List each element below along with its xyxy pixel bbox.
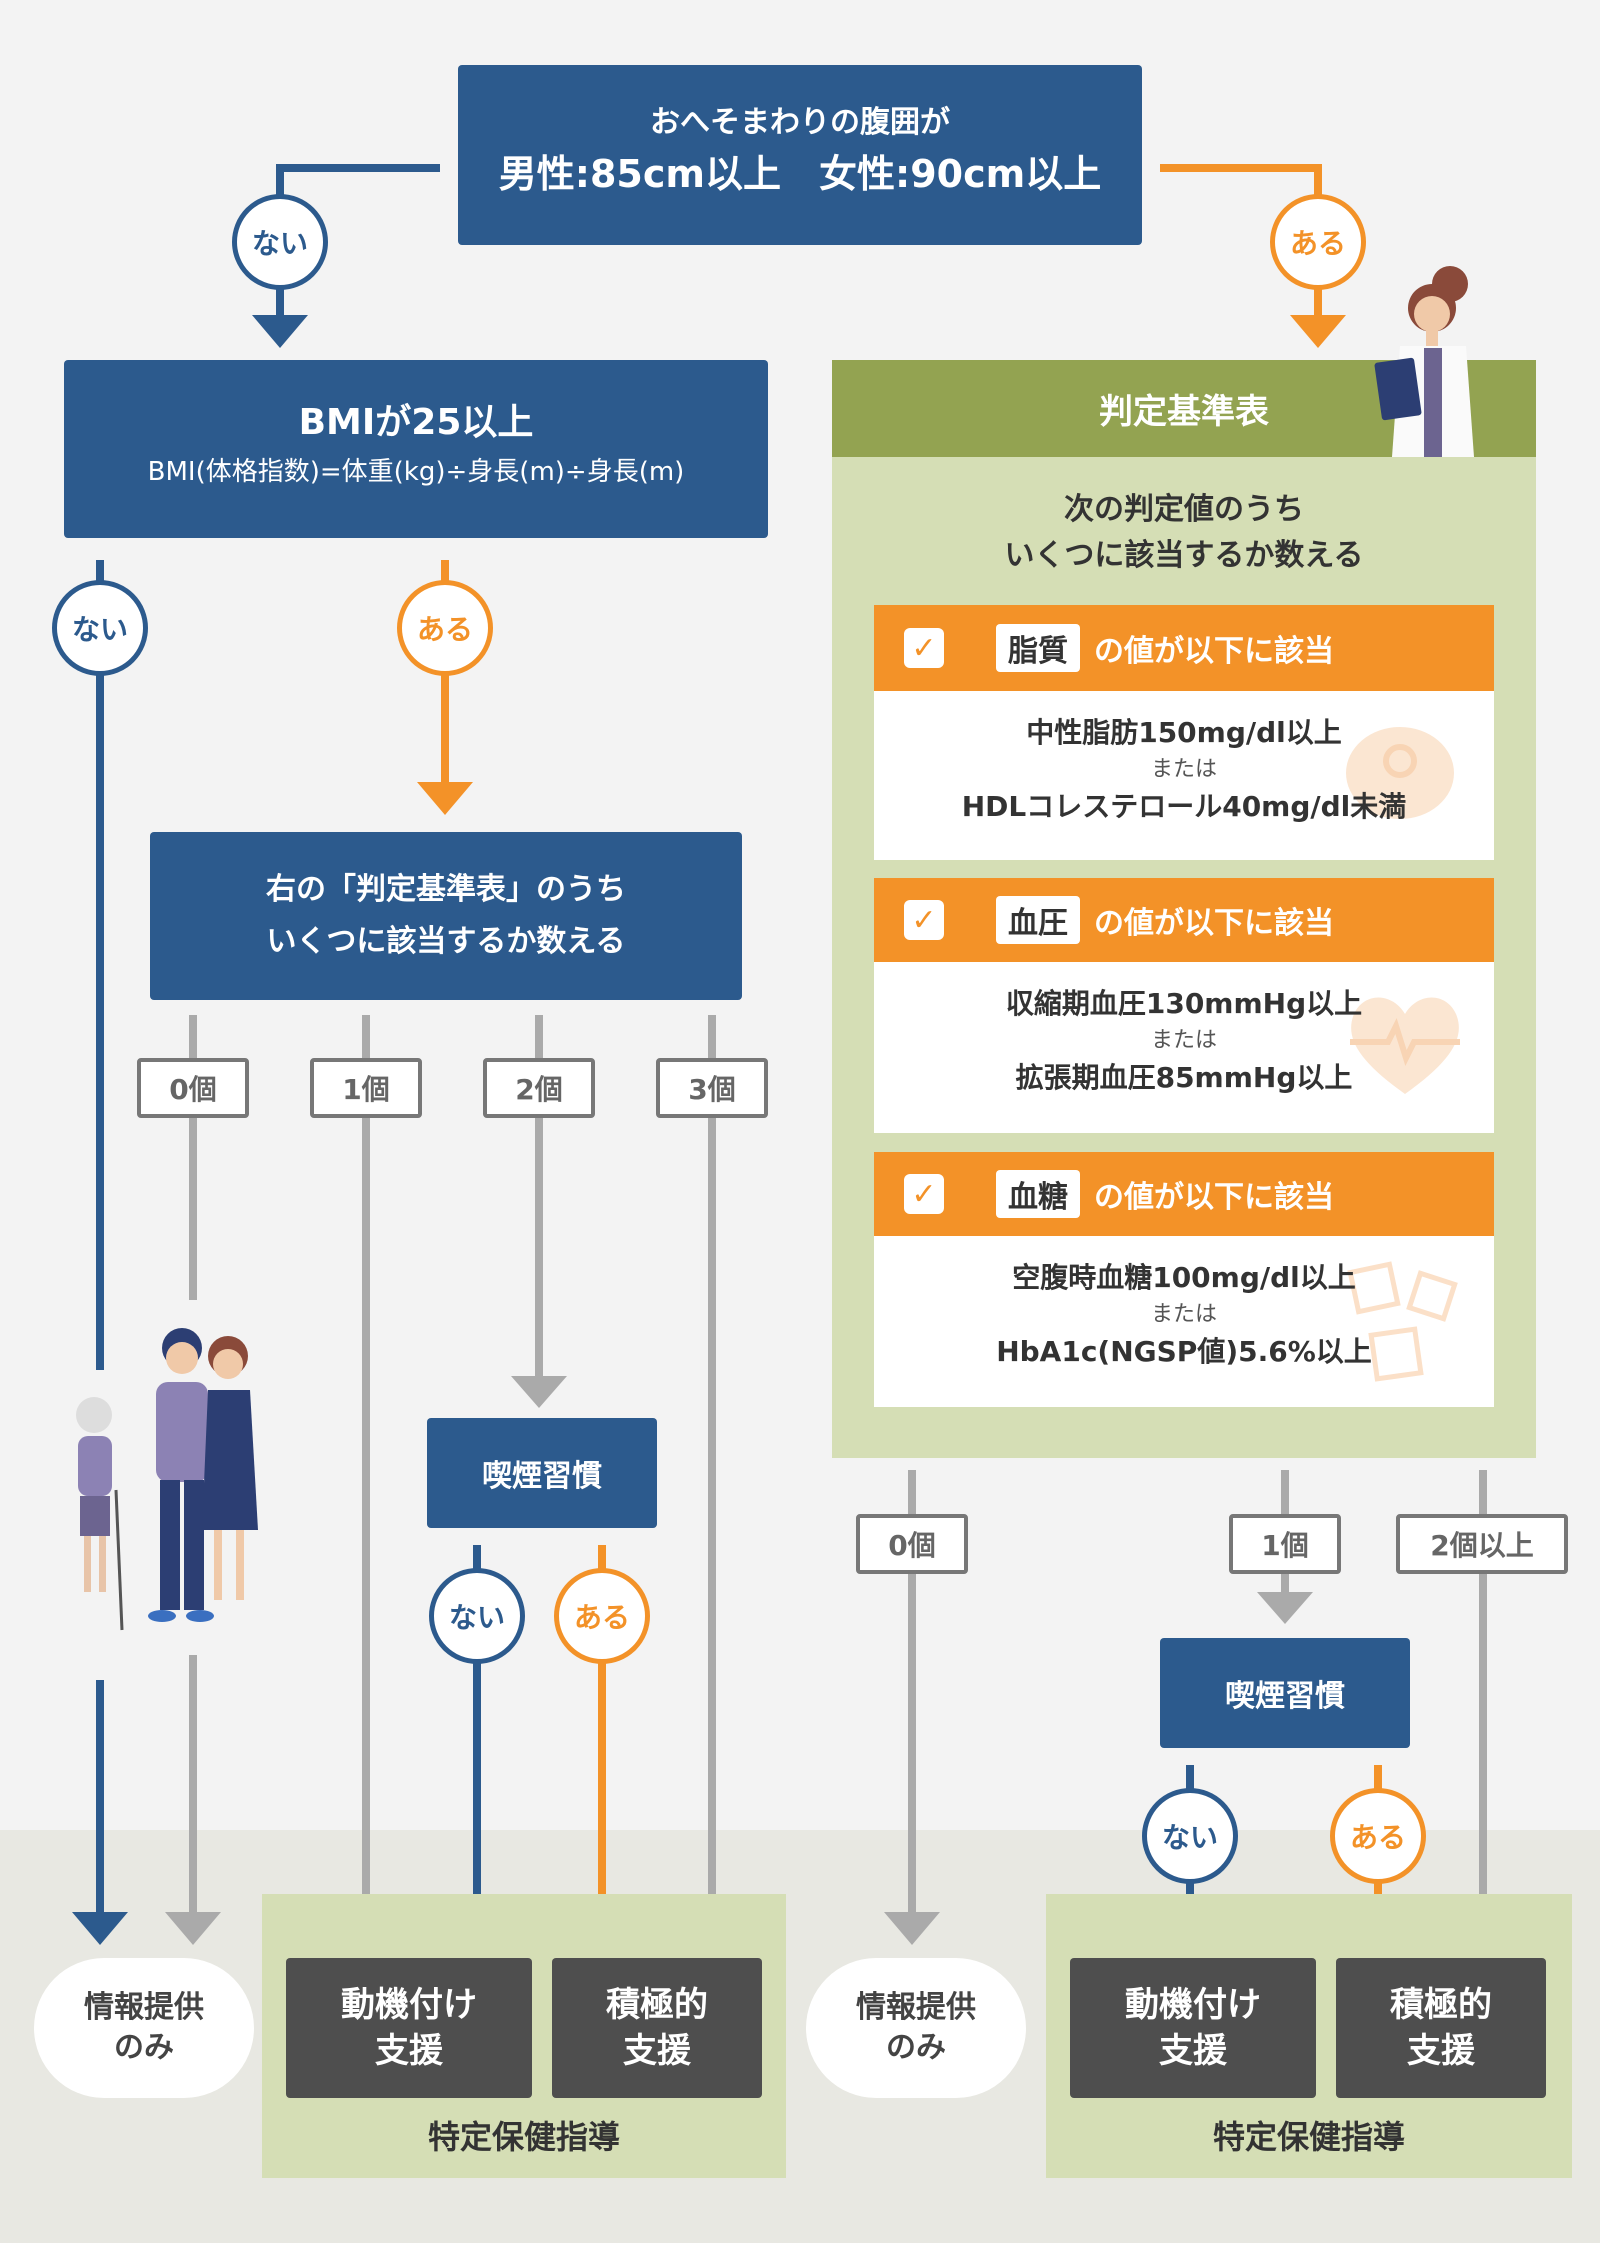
criteria-tag: 血糖	[996, 1170, 1080, 1218]
criteria-line2: HDLコレステロール40mg/dl未満	[961, 790, 1407, 823]
criteria-suffix: の値が以下に該当	[1094, 1180, 1334, 1215]
criteria-line1: 中性脂肪150mg/dl以上	[1026, 716, 1342, 749]
criteria-line1: 収縮期血圧130mmHg以上	[1005, 987, 1363, 1020]
left-count-line1: 右の「判定基準表」のうち	[266, 872, 626, 907]
bmi-box: BMIが25以上 BMI(体格指数)=体重(kg)÷身長(m)÷身長(m)	[64, 360, 768, 538]
waist-criteria-box: おへそまわりの腹囲が 男性:85cm以上 女性:90cm以上	[458, 65, 1142, 245]
family-illustration	[76, 1328, 258, 1631]
criteria-suffix: の値が以下に該当	[1094, 634, 1334, 669]
heart-icon	[1350, 997, 1460, 1094]
waist-thresholds: 男性:85cm以上 女性:90cm以上	[498, 152, 1102, 196]
checkbox-icon: ✓	[904, 628, 944, 668]
bmi-no-circle: ない	[52, 580, 148, 676]
left-count-2: 2個	[483, 1058, 595, 1118]
motivation-support-right: 動機付け 支援	[1070, 1958, 1316, 2098]
criteria-or: または	[1150, 757, 1217, 782]
right-smoking-box: 喫煙習慣	[1160, 1638, 1410, 1748]
criteria-item-header: ✓ 脂質 の値が以下に該当	[874, 605, 1494, 691]
info-only-left: 情報提供 のみ	[34, 1958, 254, 2098]
criteria-intro: 次の判定値のうち いくつに該当するか数える	[832, 457, 1536, 702]
right-smoking-no-circle: ない	[1142, 1788, 1238, 1884]
right-count-2plus: 2個以上	[1396, 1514, 1568, 1574]
sugar-cube-icon	[1347, 1261, 1458, 1382]
criteria-intro-line2: いくつに該当するか数える	[1004, 538, 1364, 573]
left-count-box: 右の「判定基準表」のうち いくつに該当するか数える	[150, 832, 742, 1000]
left-count-line2: いくつに該当するか数える	[266, 924, 626, 959]
left-smoking-no-circle: ない	[429, 1568, 525, 1664]
left-smoking-yes-circle: ある	[554, 1568, 650, 1664]
criteria-item-blood-pressure: ✓ 血圧 の値が以下に該当 収縮期血圧130mmHg以上 または 拡張期血圧85…	[874, 878, 1494, 1133]
doctor-illustration	[1374, 266, 1474, 457]
top-no-circle: ない	[232, 194, 328, 290]
criteria-item-blood-sugar: ✓ 血糖 の値が以下に該当 空腹時血糖100mg/dl以上 または HbA1c(…	[874, 1152, 1494, 1407]
criteria-suffix: の値が以下に該当	[1094, 906, 1334, 941]
active-support-left: 積極的 支援	[552, 1958, 762, 2098]
criteria-item-lipid: ✓ 脂質 の値が以下に該当 中性脂肪150mg/dl以上 または HDLコレステ…	[874, 605, 1494, 860]
waist-intro: おへそまわりの腹囲が	[650, 105, 950, 140]
specific-guidance-label-right: 特定保健指導	[1212, 2118, 1405, 2156]
left-count-3: 3個	[656, 1058, 768, 1118]
left-count-0: 0個	[137, 1058, 249, 1118]
info-only-right: 情報提供 のみ	[806, 1958, 1026, 2098]
bmi-yes-circle: ある	[397, 580, 493, 676]
checkbox-icon: ✓	[904, 900, 944, 940]
motivation-support-left: 動機付け 支援	[286, 1958, 532, 2098]
left-count-1: 1個	[310, 1058, 422, 1118]
criteria-item-body: 空腹時血糖100mg/dl以上 または HbA1c(NGSP値)5.6%以上	[874, 1236, 1494, 1407]
criteria-tag: 血圧	[996, 896, 1080, 944]
top-yes-circle: ある	[1270, 194, 1366, 290]
criteria-tag: 脂質	[996, 624, 1080, 672]
criteria-line1: 空腹時血糖100mg/dl以上	[1012, 1261, 1356, 1294]
criteria-intro-line1: 次の判定値のうち	[1064, 492, 1304, 527]
criteria-or: または	[1150, 1302, 1217, 1327]
criteria-line2: 拡張期血圧85mmHg以上	[1015, 1061, 1353, 1094]
specific-guidance-label-left: 特定保健指導	[427, 2118, 620, 2156]
right-smoking-yes-circle: ある	[1330, 1788, 1426, 1884]
criteria-item-header: ✓ 血圧 の値が以下に該当	[874, 878, 1494, 962]
criteria-line2: HbA1c(NGSP値)5.6%以上	[996, 1335, 1372, 1368]
bmi-title: BMIが25以上	[298, 402, 534, 443]
right-count-0: 0個	[856, 1514, 968, 1574]
checkbox-icon: ✓	[904, 1174, 944, 1214]
bmi-formula: BMI(体格指数)=体重(kg)÷身長(m)÷身長(m)	[147, 457, 685, 487]
criteria-or: または	[1150, 1028, 1217, 1053]
left-smoking-box: 喫煙習慣	[427, 1418, 657, 1528]
meat-icon	[1346, 727, 1454, 819]
criteria-item-header: ✓ 血糖 の値が以下に該当	[874, 1152, 1494, 1236]
criteria-item-body: 中性脂肪150mg/dl以上 または HDLコレステロール40mg/dl未満	[874, 691, 1494, 860]
criteria-item-body: 収縮期血圧130mmHg以上 または 拡張期血圧85mmHg以上	[874, 962, 1494, 1133]
right-count-1: 1個	[1229, 1514, 1341, 1574]
active-support-right: 積極的 支援	[1336, 1958, 1546, 2098]
